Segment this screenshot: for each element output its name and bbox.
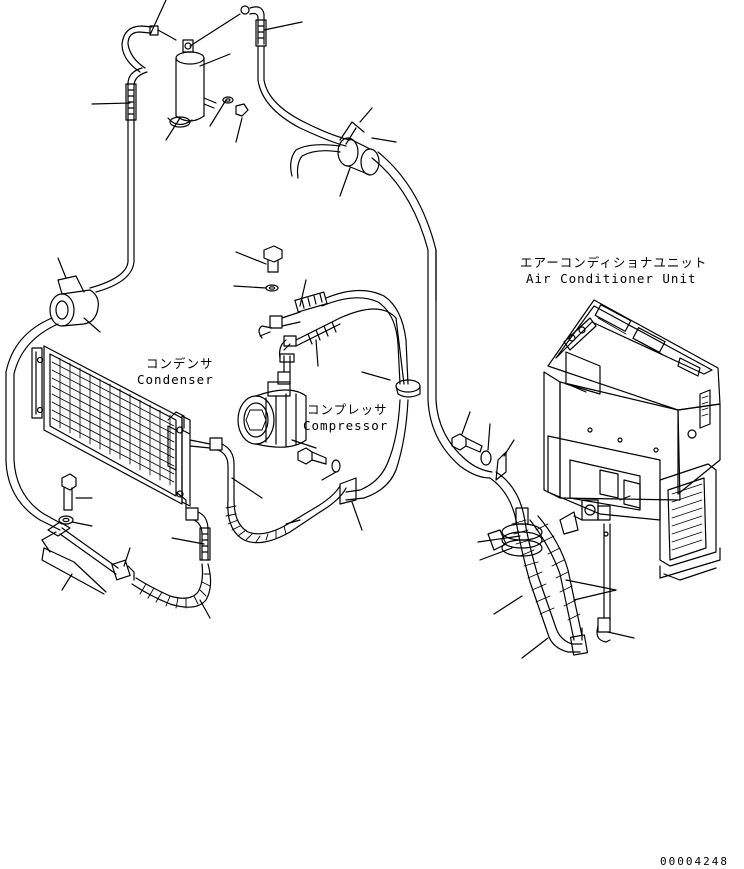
pipe-clamp-upper bbox=[291, 108, 492, 478]
air-conditioner-unit-label-en: Air Conditioner Unit bbox=[526, 271, 697, 286]
condenser-label-en: Condenser bbox=[137, 372, 214, 387]
condenser-label-jp: コンデンサ bbox=[146, 356, 214, 371]
hose-lower-left bbox=[60, 528, 211, 618]
receiver-dryer-group bbox=[90, 6, 350, 292]
condenser bbox=[32, 346, 190, 508]
condenser-fittings bbox=[172, 438, 262, 560]
pipe-clamp-left bbox=[6, 258, 100, 530]
unit-side-fasteners bbox=[452, 412, 514, 480]
drawing-code: 00004248 bbox=[660, 855, 729, 868]
compressor-label-jp: コンプレッサ bbox=[307, 402, 388, 417]
condenser-bolt-clamp bbox=[42, 474, 106, 594]
hose-condenser-compressor bbox=[226, 486, 346, 543]
hose-bundle-unit bbox=[478, 472, 634, 658]
leader-lines-top bbox=[92, 0, 302, 142]
compressor-bolts bbox=[234, 246, 390, 480]
compressor-label-en: Compressor bbox=[303, 418, 389, 433]
air-conditioner-unit-label-jp: エアーコンディショナユニット bbox=[520, 255, 708, 270]
compressor bbox=[238, 290, 420, 530]
air-conditioner-unit bbox=[544, 300, 720, 580]
